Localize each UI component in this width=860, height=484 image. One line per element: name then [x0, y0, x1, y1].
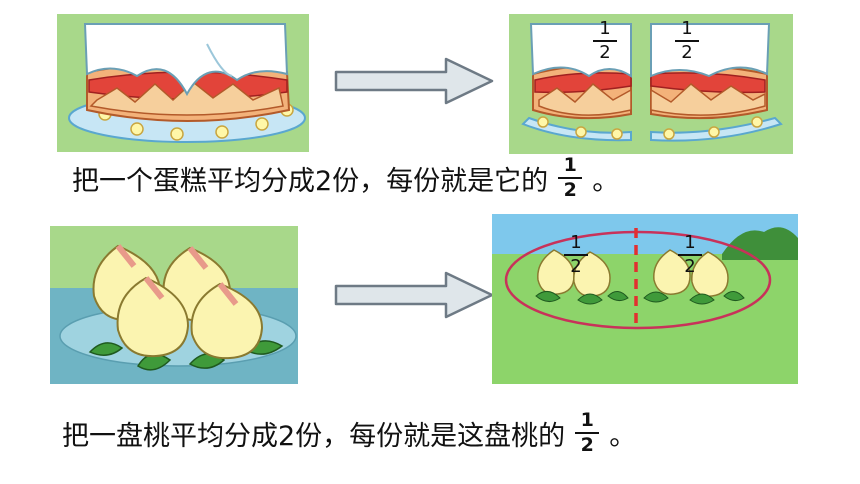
- frac-denominator: 2: [681, 42, 693, 63]
- frac-bar: [678, 254, 702, 256]
- sentence-fraction: 1 2: [558, 154, 583, 201]
- whole-peaches-panel: [50, 226, 298, 384]
- sentence-text: 把一盘桃平均分成2份，每份就是这盘桃的: [62, 420, 566, 452]
- whole-cake-illustration: [57, 14, 309, 152]
- split-cake-illustration: [509, 14, 793, 154]
- peach-half-label-right: 1 2: [678, 234, 702, 276]
- frac-bar: [558, 177, 583, 179]
- split-peaches-illustration: [492, 214, 798, 384]
- peach-half-label-left: 1 2: [564, 234, 588, 276]
- frac-numerator: 1: [599, 18, 611, 39]
- sentence-text: 把一个蛋糕平均分成2份，每份就是它的: [72, 165, 549, 197]
- frac-bar: [593, 40, 617, 42]
- right-arrow-icon: [334, 270, 496, 320]
- sentence-period: 。: [592, 165, 620, 197]
- cake-half-label-right: 1 2: [675, 20, 699, 62]
- frac-numerator: 1: [580, 409, 594, 431]
- frac-denominator: 2: [570, 256, 582, 277]
- sentence-fraction: 1 2: [575, 409, 600, 456]
- frac-numerator: 1: [684, 232, 696, 253]
- cake-sentence: 把一个蛋糕平均分成2份，每份就是它的 1 2 。: [0, 156, 860, 200]
- frac-numerator: 1: [563, 154, 577, 176]
- frac-bar: [564, 254, 588, 256]
- split-peaches-panel: 1 2 1 2: [492, 214, 798, 384]
- peach-sentence: 把一盘桃平均分成2份，每份就是这盘桃的 1 2 。: [0, 410, 860, 456]
- cake-half-label-left: 1 2: [593, 20, 617, 62]
- frac-numerator: 1: [570, 232, 582, 253]
- frac-bar: [675, 40, 699, 42]
- frac-denominator: 2: [684, 256, 696, 277]
- frac-denominator: 2: [563, 179, 577, 201]
- frac-numerator: 1: [681, 18, 693, 39]
- peach-illustration: [50, 226, 298, 384]
- split-cake-panel: 1 2 1 2: [509, 14, 793, 154]
- sentence-period: 。: [609, 420, 637, 452]
- right-arrow-icon: [334, 56, 496, 106]
- frac-denominator: 2: [599, 42, 611, 63]
- frac-bar: [575, 432, 600, 434]
- whole-cake-panel: [57, 14, 309, 152]
- frac-denominator: 2: [580, 434, 594, 456]
